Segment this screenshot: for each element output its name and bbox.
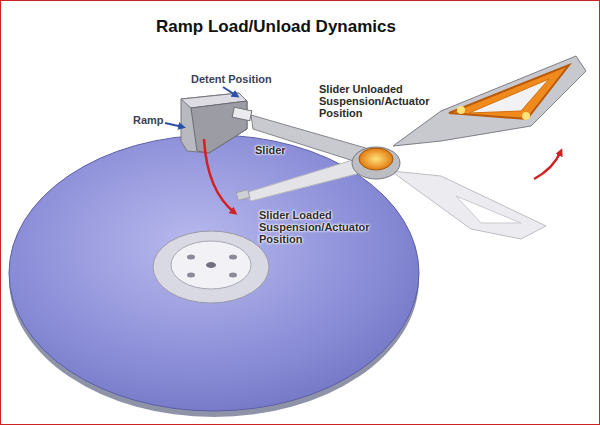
leader-arrow (223, 87, 237, 96)
unloaded-slider (232, 107, 252, 121)
part-label: Detent Position (191, 73, 301, 85)
ghost-coil (391, 171, 546, 239)
rotate-arrow (534, 151, 561, 179)
title: Ramp Load/Unload Dynamics (156, 17, 396, 37)
voice-coil-inner (469, 79, 549, 113)
ghost-coil-inner (456, 196, 521, 223)
hub-hole (229, 273, 237, 278)
coil-highlight (522, 112, 530, 120)
pivot-base (352, 147, 400, 179)
ramp (181, 93, 247, 153)
coil-highlight (457, 106, 465, 114)
hub-hole (229, 255, 237, 260)
hub-hole (187, 255, 195, 260)
hub (153, 231, 269, 303)
pivot (359, 148, 393, 170)
part-label: Slider Unloaded Suspension/Actuator Posi… (319, 83, 449, 119)
load-arrow (204, 139, 235, 213)
disk (9, 135, 419, 411)
hub-inner (171, 241, 251, 289)
part-label: Ramp (133, 114, 173, 126)
hub-hole (206, 262, 216, 268)
loaded-slider (236, 190, 250, 201)
voice-coil (449, 65, 569, 119)
part-label: Slider Loaded Suspension/Actuator Positi… (259, 209, 381, 245)
hub-hole (187, 273, 195, 278)
part-label: Slider (255, 144, 305, 156)
leader-arrow (165, 123, 183, 127)
